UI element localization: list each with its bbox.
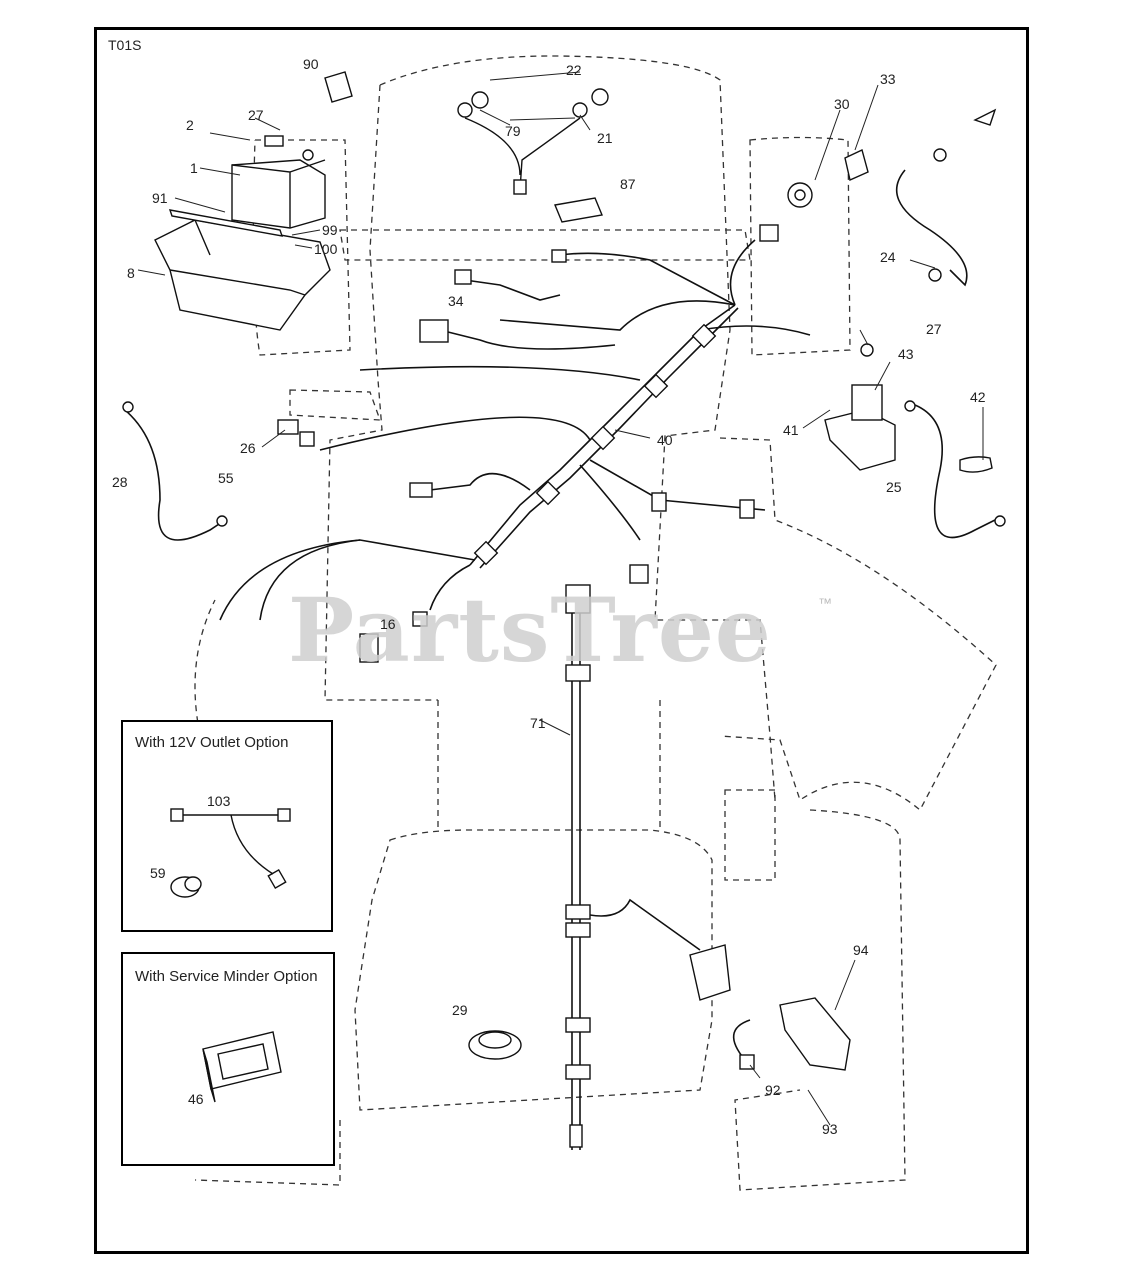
part-label-79: 79	[505, 123, 521, 139]
part-label-2: 2	[186, 117, 194, 133]
part-label-87: 87	[620, 176, 636, 192]
part-label-29: 29	[452, 1002, 468, 1018]
components	[122, 71, 1006, 1148]
part-label-59: 59	[150, 865, 166, 881]
part-label-24: 24	[880, 249, 896, 265]
part-label-34: 34	[448, 293, 464, 309]
service-minder-drawing	[202, 1031, 282, 1103]
part-label-40: 40	[657, 432, 673, 448]
chassis-outline	[194, 55, 997, 1191]
inset-12v-outlet-title: With 12V Outlet Option	[135, 734, 289, 751]
part-label-103: 103	[207, 793, 231, 809]
part-label-1: 1	[190, 160, 198, 176]
diagram-id: T01S	[108, 37, 142, 53]
part-label-28: 28	[112, 474, 128, 490]
part-label-100: 100	[314, 241, 338, 257]
part-label-30: 30	[834, 96, 850, 112]
part-label-33: 33	[880, 71, 896, 87]
part-label-93: 93	[822, 1121, 838, 1137]
inset-service-minder-title: With Service Minder Option	[135, 968, 318, 985]
part-label-16: 16	[380, 616, 396, 632]
part-label-71: 71	[530, 715, 546, 731]
part-label-43: 43	[898, 346, 914, 362]
wire-harness	[124, 169, 996, 1150]
diagram-frame	[94, 27, 1029, 1254]
inset-12v-outlet: With 12V Outlet Option 103 59	[121, 720, 333, 932]
outlet-harness-drawing	[170, 808, 291, 898]
part-label-99: 99	[322, 222, 338, 238]
part-label-46: 46	[188, 1091, 204, 1107]
part-label-8: 8	[127, 265, 135, 281]
part-label-55: 55	[218, 470, 234, 486]
part-label-21: 21	[597, 130, 613, 146]
part-label-25: 25	[886, 479, 902, 495]
watermark: PartsTree	[288, 578, 772, 682]
part-label-42: 42	[970, 389, 986, 405]
part-label-92: 92	[765, 1082, 781, 1098]
part-label-27-top: 27	[248, 107, 264, 123]
inset-service-minder: With Service Minder Option 46	[121, 952, 335, 1166]
part-label-26: 26	[240, 440, 256, 456]
part-label-22: 22	[566, 62, 582, 78]
part-label-90: 90	[303, 56, 319, 72]
part-label-41: 41	[783, 422, 799, 438]
watermark-tm: ™	[818, 595, 832, 611]
part-label-94: 94	[853, 942, 869, 958]
part-label-27-right: 27	[926, 321, 942, 337]
part-label-91: 91	[152, 190, 168, 206]
